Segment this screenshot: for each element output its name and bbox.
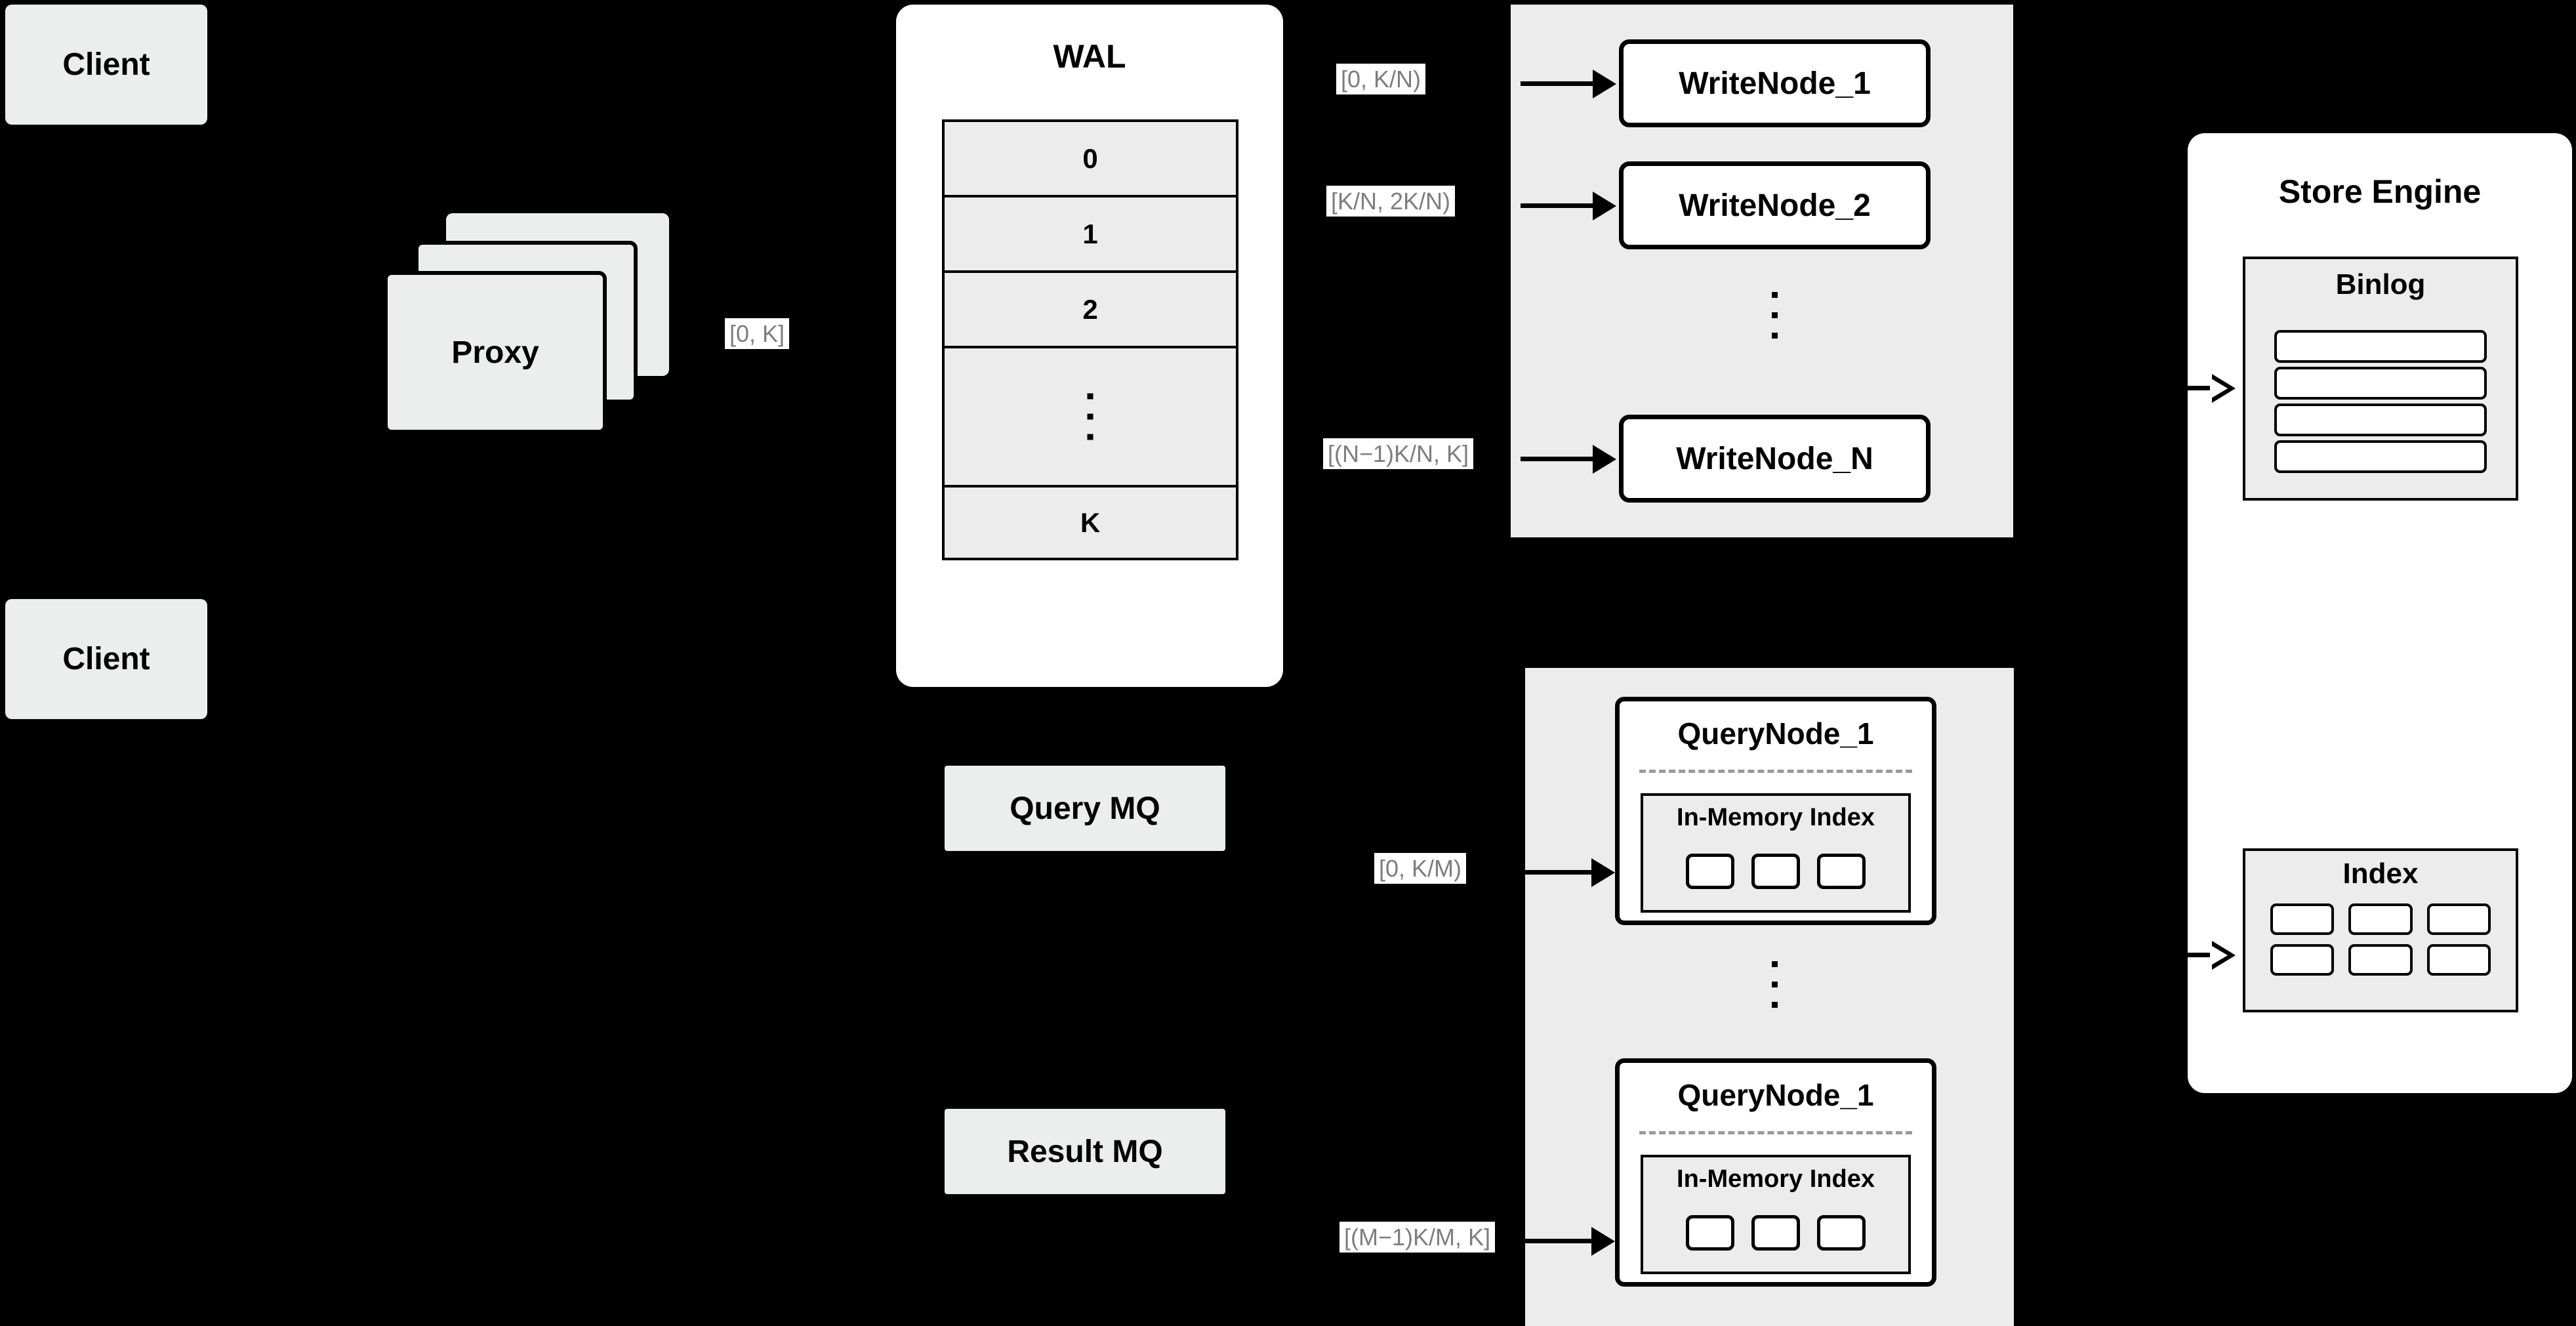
edge-label-query-node-1-text: [0, K/M) xyxy=(1379,855,1462,882)
arrow-line-write-2 xyxy=(1521,203,1596,208)
edge-label-write-node-2-text: [K/N, 2K/N) xyxy=(1331,188,1451,215)
index-cell[interactable] xyxy=(2426,944,2491,976)
binlog-row[interactable] xyxy=(2274,367,2487,400)
wal-row-ellipsis xyxy=(942,346,1238,485)
binlog-row[interactable] xyxy=(2274,440,2487,473)
wal-row-label: K xyxy=(1080,507,1101,538)
index-cell[interactable] xyxy=(2348,903,2413,935)
wal-row[interactable]: 1 xyxy=(942,195,1238,270)
store-engine-panel: Store Engine Binlog Index xyxy=(2188,133,2572,1093)
wal-title: WAL xyxy=(1053,38,1126,75)
arrow-head-query-1 xyxy=(1591,858,1615,887)
in-memory-index-cell[interactable] xyxy=(1817,1215,1866,1251)
index-cell[interactable] xyxy=(2426,903,2491,935)
binlog-panel: Binlog xyxy=(2243,257,2518,501)
binlog-row[interactable] xyxy=(2274,404,2487,436)
query-mq-label: Query MQ xyxy=(1010,791,1160,826)
vertical-dots-icon xyxy=(1087,393,1094,440)
in-memory-index-1: In-Memory Index xyxy=(1641,793,1911,913)
result-mq-label: Result MQ xyxy=(1007,1134,1163,1169)
index-panel: Index xyxy=(2243,848,2518,1012)
arrow-line-to-binlog xyxy=(2188,386,2215,390)
edge-label-write-node-1: [0, K/N) xyxy=(1336,64,1426,95)
edge-label-write-node-1-text: [0, K/N) xyxy=(1341,66,1421,93)
arrow-line-to-index xyxy=(2188,953,2215,957)
edge-label-write-node-n-text: [(N−1)K/N, K] xyxy=(1328,440,1469,467)
write-node-2[interactable]: WriteNode_2 xyxy=(1619,161,1931,249)
index-cell[interactable] xyxy=(2270,944,2335,976)
arrow-head-write-1 xyxy=(1593,70,1616,98)
query-node-m[interactable]: QueryNode_1 In-Memory Index xyxy=(1615,1058,1936,1287)
query-node-m-label: QueryNode_1 xyxy=(1677,1078,1874,1112)
write-node-n[interactable]: WriteNode_N xyxy=(1619,415,1931,503)
write-node-1[interactable]: WriteNode_1 xyxy=(1619,39,1931,127)
edge-label-query-node-1: [0, K/M) xyxy=(1374,853,1467,884)
in-memory-index-m: In-Memory Index xyxy=(1641,1155,1911,1274)
wal-row[interactable]: 2 xyxy=(942,270,1238,346)
edge-label-query-node-m: [(M−1)K/M, K] xyxy=(1339,1222,1496,1253)
wal-row-label: 1 xyxy=(1082,218,1098,249)
store-engine-title: Store Engine xyxy=(2278,173,2482,210)
query-node-1-label: QueryNode_1 xyxy=(1677,716,1874,751)
write-node-n-label: WriteNode_N xyxy=(1676,441,1873,476)
proxy-label: Proxy xyxy=(451,335,539,370)
write-node-2-label: WriteNode_2 xyxy=(1679,188,1871,223)
in-memory-index-cell[interactable] xyxy=(1686,854,1734,889)
index-cell[interactable] xyxy=(2270,903,2335,935)
wal-rows: 0 1 2 K xyxy=(942,119,1238,560)
edge-label-proxy-to-wal-text: [0, K] xyxy=(729,320,785,347)
arrow-line-query-m xyxy=(1522,1239,1594,1243)
edge-label-write-node-2: [K/N, 2K/N) xyxy=(1326,186,1456,217)
wal-panel: WAL 0 1 2 K xyxy=(896,5,1283,687)
in-memory-index-cell[interactable] xyxy=(1751,854,1800,889)
index-title: Index xyxy=(2342,858,2419,890)
arrow-head-open-to-binlog xyxy=(2210,374,2236,403)
proxy-stack[interactable]: Proxy xyxy=(380,213,689,434)
arrow-line-write-n xyxy=(1521,457,1596,461)
index-cell[interactable] xyxy=(2348,944,2413,976)
wal-row-label: 0 xyxy=(1082,142,1098,174)
arrow-line-write-1 xyxy=(1521,81,1596,86)
query-node-1-divider xyxy=(1639,770,1912,773)
client-label-2: Client xyxy=(62,642,150,676)
query-node-m-divider xyxy=(1639,1131,1912,1134)
client-box-2[interactable]: Client xyxy=(5,599,207,719)
edge-label-proxy-to-wal: [0, K] xyxy=(725,318,790,350)
arrow-line-query-1 xyxy=(1522,870,1594,875)
proxy-sheet-front: Proxy xyxy=(384,271,607,434)
binlog-row[interactable] xyxy=(2274,330,2487,363)
arrow-head-open-to-index xyxy=(2210,941,2236,970)
wal-row-label: 2 xyxy=(1082,293,1098,325)
wal-row[interactable]: 0 xyxy=(942,119,1238,195)
in-memory-index-1-title: In-Memory Index xyxy=(1677,804,1875,831)
in-memory-index-m-title: In-Memory Index xyxy=(1677,1165,1875,1193)
edge-label-write-node-n: [(N−1)K/N, K] xyxy=(1323,438,1474,470)
write-node-1-label: WriteNode_1 xyxy=(1679,66,1871,101)
arrow-head-query-m xyxy=(1591,1227,1615,1256)
arrow-head-write-n xyxy=(1593,445,1616,474)
query-node-1[interactable]: QueryNode_1 In-Memory Index xyxy=(1615,697,1936,925)
client-box-1[interactable]: Client xyxy=(5,5,207,125)
result-mq-box[interactable]: Result MQ xyxy=(945,1109,1225,1194)
binlog-title: Binlog xyxy=(2335,268,2426,300)
query-node-vertical-dots-icon xyxy=(1771,945,1778,1024)
in-memory-index-cell[interactable] xyxy=(1817,854,1866,889)
client-label-1: Client xyxy=(62,47,150,82)
arrow-head-write-2 xyxy=(1593,192,1616,220)
in-memory-index-cell[interactable] xyxy=(1751,1215,1800,1251)
query-mq-box[interactable]: Query MQ xyxy=(945,766,1225,851)
in-memory-index-cell[interactable] xyxy=(1686,1215,1734,1251)
wal-row[interactable]: K xyxy=(942,485,1238,560)
edge-label-query-node-m-text: [(M−1)K/M, K] xyxy=(1344,1224,1491,1251)
write-node-vertical-dots-icon xyxy=(1771,276,1778,354)
